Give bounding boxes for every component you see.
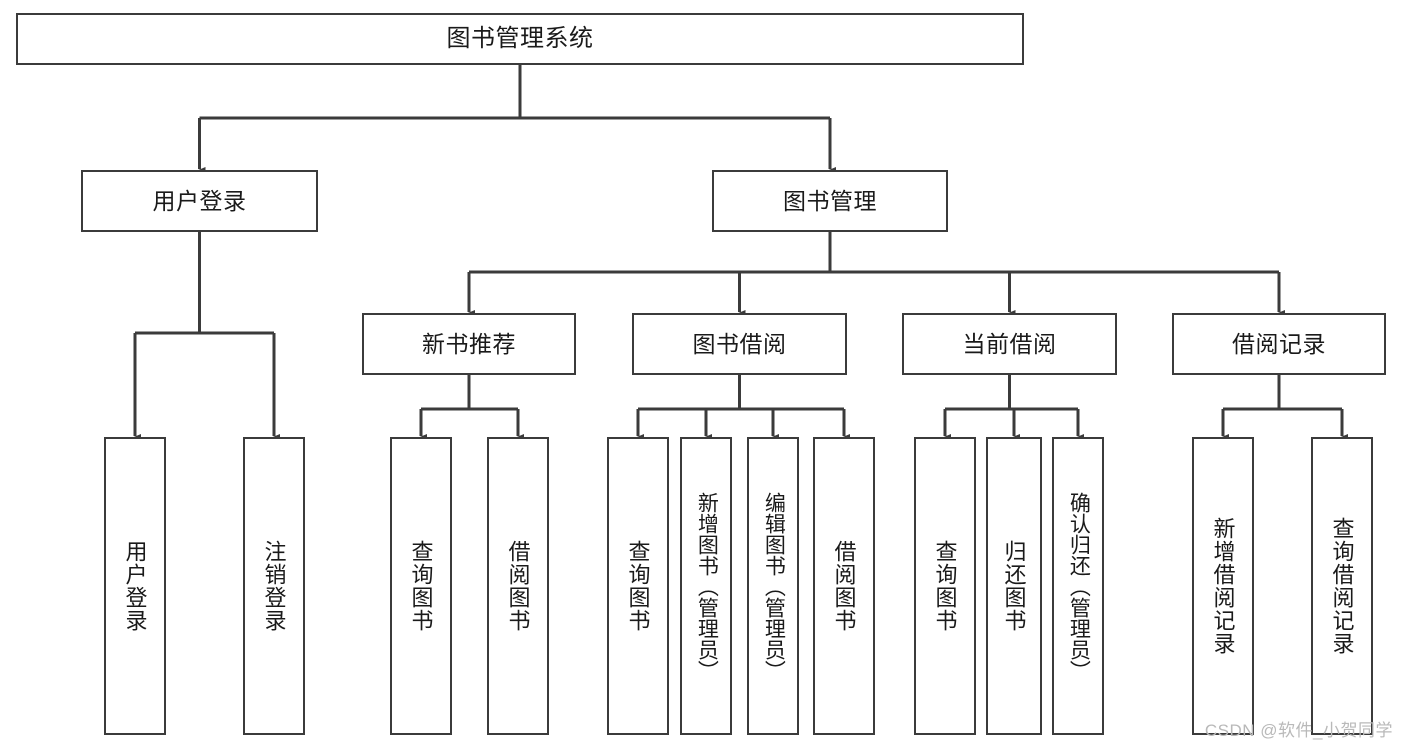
node-leaf-bo-edit[interactable]: 编辑图书（管理员） [747, 437, 799, 735]
node-leaf-bo-borrow[interactable]: 借阅图书 [813, 437, 875, 735]
node-label: 注销登录 [261, 540, 287, 632]
node-label: 图书管理 [783, 187, 877, 214]
node-borrow[interactable]: 图书借阅 [632, 313, 847, 375]
edge-group [129, 65, 1348, 444]
node-label: 确认归还（管理员） [1067, 491, 1091, 681]
watermark: CSDN @软件_小贺同学 [1204, 721, 1393, 740]
node-root[interactable]: 图书管理系统 [16, 13, 1024, 65]
node-label: 查询图书 [625, 540, 651, 632]
node-label: 新增借阅记录 [1210, 517, 1236, 655]
node-leaf-login[interactable]: 用户登录 [104, 437, 166, 735]
node-leaf-bo-add[interactable]: 新增图书（管理员） [680, 437, 732, 735]
node-label: 新增图书（管理员） [695, 491, 719, 681]
node-login[interactable]: 用户登录 [81, 170, 318, 232]
node-label: 借阅图书 [505, 540, 531, 632]
node-leaf-nb-borrow[interactable]: 借阅图书 [487, 437, 549, 735]
node-label: 归还图书 [1001, 540, 1027, 632]
node-leaf-cu-query[interactable]: 查询图书 [914, 437, 976, 735]
node-bookmgmt[interactable]: 图书管理 [712, 170, 948, 232]
node-leaf-logout[interactable]: 注销登录 [243, 437, 305, 735]
node-leaf-cu-confirm[interactable]: 确认归还（管理员） [1052, 437, 1104, 735]
node-label: 编辑图书（管理员） [762, 491, 786, 681]
node-newbooks[interactable]: 新书推荐 [362, 313, 576, 375]
node-label: 用户登录 [122, 540, 148, 632]
node-records[interactable]: 借阅记录 [1172, 313, 1386, 375]
node-label: 当前借阅 [962, 330, 1057, 357]
node-current[interactable]: 当前借阅 [902, 313, 1117, 375]
node-leaf-re-query[interactable]: 查询借阅记录 [1311, 437, 1373, 735]
node-label: 新书推荐 [422, 330, 516, 357]
node-label: 查询图书 [932, 540, 958, 632]
node-label: 图书管理系统 [446, 25, 594, 53]
node-label: 借阅记录 [1232, 330, 1326, 357]
node-label: 图书借阅 [692, 330, 787, 357]
node-label: 用户登录 [152, 187, 247, 214]
node-label: 查询借阅记录 [1329, 517, 1355, 655]
node-label: 查询图书 [408, 540, 434, 632]
node-label: 借阅图书 [831, 540, 857, 632]
node-leaf-re-add[interactable]: 新增借阅记录 [1192, 437, 1254, 735]
node-leaf-nb-query[interactable]: 查询图书 [390, 437, 452, 735]
node-leaf-bo-query[interactable]: 查询图书 [607, 437, 669, 735]
node-leaf-cu-return[interactable]: 归还图书 [986, 437, 1042, 735]
